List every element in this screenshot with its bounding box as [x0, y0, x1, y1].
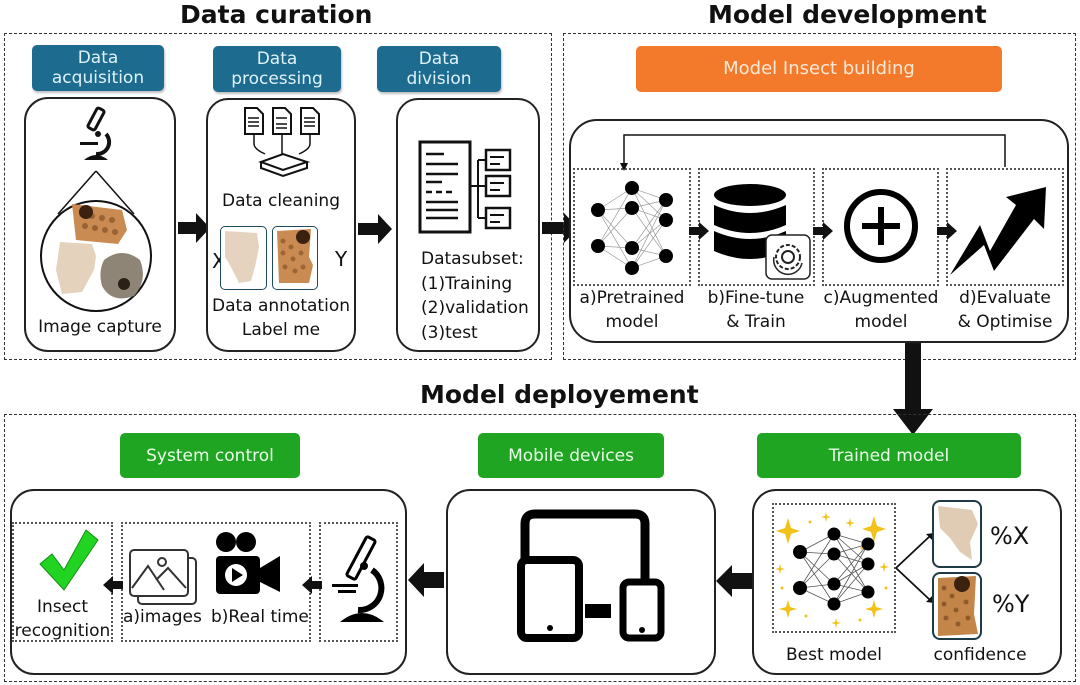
- step-label-finetune: b)Fine-tune & Train: [697, 286, 815, 334]
- step-label-line: & Train: [726, 312, 786, 332]
- model-deployment-title: Model deployement: [420, 380, 699, 409]
- confidence-y-value: %Y: [992, 590, 1030, 618]
- video-camera-icon: [216, 532, 280, 594]
- badge-system-control: System control: [120, 433, 300, 478]
- model-deployment-frame: [4, 414, 1076, 682]
- step-label-evaluate: d)Evaluate & Optimise: [944, 286, 1066, 334]
- badge-text: division: [406, 69, 472, 89]
- realtime-label: b)Real time: [211, 607, 309, 627]
- step-label-line: model: [605, 312, 659, 332]
- best-model-network-icon: [793, 527, 875, 611]
- step-label-line: c)Augmented: [823, 288, 939, 308]
- arrow-right-icon: [358, 214, 392, 244]
- caption-line: Data annotation: [211, 296, 350, 316]
- data-split-icon: [418, 140, 512, 234]
- best-model-label: Best model: [786, 645, 882, 665]
- step-label-line: a)Pretrained: [579, 288, 685, 308]
- step-label-line: & Optimise: [957, 312, 1053, 332]
- badge-text: Data: [77, 48, 119, 68]
- image-capture-caption: Image capture: [38, 317, 162, 337]
- step-label-augmented: c)Augmented model: [820, 286, 942, 334]
- data-curation-title: Data curation: [180, 0, 373, 29]
- badge-data-acquisition: Data acquisition: [32, 45, 164, 91]
- confidence-label: confidence: [933, 645, 1027, 665]
- result-x-thumbnail: [932, 500, 982, 568]
- label-line: Insect: [36, 597, 89, 617]
- data-curation-frame: [4, 33, 552, 360]
- badge-text: Data: [418, 49, 460, 69]
- arrow-right-icon: [813, 222, 833, 240]
- arrow-left-icon: [103, 576, 123, 594]
- arrow-right-icon: [178, 213, 210, 243]
- data-annotation-caption: Data annotation Label me: [206, 294, 356, 342]
- badge-text: Data: [256, 49, 298, 69]
- arrow-down-icon: [893, 343, 933, 435]
- arrow-left-icon: [302, 576, 322, 594]
- result-y-thumbnail: [932, 572, 982, 640]
- badge-data-processing: Data processing: [213, 46, 341, 92]
- step-label-pretrained: a)Pretrained model: [572, 286, 692, 334]
- arrow-right-icon: [937, 222, 957, 240]
- arrow-right-icon: [689, 222, 709, 240]
- database-gear-icon: [714, 184, 811, 280]
- model-development-title: Model development: [708, 0, 987, 29]
- model-development-frame: [563, 33, 1076, 360]
- images-label: a)images: [123, 607, 202, 627]
- branch-arrows: [895, 533, 934, 603]
- badge-model-insect-building: Model Insect building: [636, 46, 1002, 92]
- datasubset-title: Datasubset:: [421, 249, 524, 269]
- badge-text: processing: [231, 69, 323, 89]
- label-line: recognition: [14, 621, 111, 641]
- badge-mobile-devices: Mobile devices: [478, 433, 664, 478]
- check-icon: [39, 529, 99, 591]
- datasubset-item: (1)Training: [421, 273, 513, 294]
- badge-text: acquisition: [51, 68, 145, 88]
- caption-line: Label me: [241, 320, 321, 340]
- plus-circle-icon: [844, 189, 918, 263]
- datasubset-item: (2)validation: [421, 298, 529, 318]
- datasubset-item: (3)test: [421, 322, 478, 343]
- sample-x-thumbnail: [220, 226, 267, 290]
- step-label-line: d)Evaluate: [959, 288, 1051, 308]
- step-label-line: model: [854, 312, 908, 332]
- step-label-line: b)Fine-tune: [707, 288, 805, 308]
- documents-to-tray-icon: [244, 107, 320, 178]
- processing-panel: [206, 98, 356, 352]
- images-icon: [129, 549, 197, 605]
- arrow-left-icon: [716, 565, 754, 597]
- feedback-loop-arrow: [620, 134, 1006, 171]
- devices-icon: [517, 509, 665, 642]
- insect-recognition-label: Insect recognition: [12, 595, 113, 643]
- label-y: Y: [335, 247, 348, 271]
- data-cleaning-caption: Data cleaning: [221, 191, 340, 211]
- datasubset-list: Datasubset: (1)Training (2)validation (3…: [421, 247, 529, 345]
- microscope-icon: [332, 535, 385, 622]
- confidence-x-value: %X: [990, 522, 1030, 550]
- insect-sample-images: [56, 204, 143, 299]
- sample-y-thumbnail: [272, 226, 318, 290]
- arrow-left-icon: [408, 563, 444, 597]
- neural-network-icon: [591, 181, 673, 275]
- badge-data-division: Data division: [377, 46, 501, 92]
- trend-up-arrow-icon: [950, 187, 1046, 275]
- system-control-panel: [10, 489, 407, 675]
- microscope-icon: [80, 106, 112, 160]
- badge-trained-model: Trained model: [757, 433, 1021, 478]
- best-model-box: [772, 503, 896, 633]
